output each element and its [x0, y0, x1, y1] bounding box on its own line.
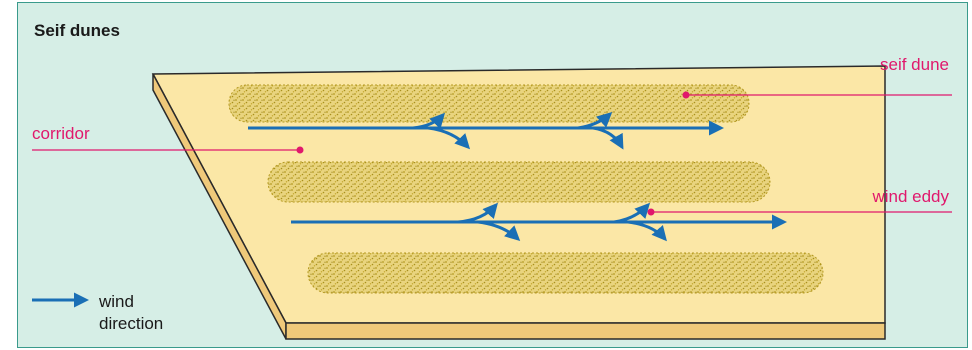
- label-corridor: corridor: [32, 124, 90, 144]
- legend-line-1: wind: [99, 291, 189, 313]
- label-wind-eddy: wind eddy: [872, 187, 949, 207]
- diagram-title: Seif dunes: [34, 21, 120, 41]
- seif-dune-2: [268, 162, 770, 202]
- diagram-panel: Seif dunes seif dune corridor wind eddy …: [17, 2, 968, 348]
- legend-label: wind direction: [99, 291, 189, 335]
- seif-dune-3: [308, 253, 823, 293]
- legend-line-2: direction: [99, 313, 189, 335]
- seif-dunes: [229, 85, 823, 293]
- seif-dune-1: [229, 85, 749, 122]
- label-seif-dune: seif dune: [880, 55, 949, 75]
